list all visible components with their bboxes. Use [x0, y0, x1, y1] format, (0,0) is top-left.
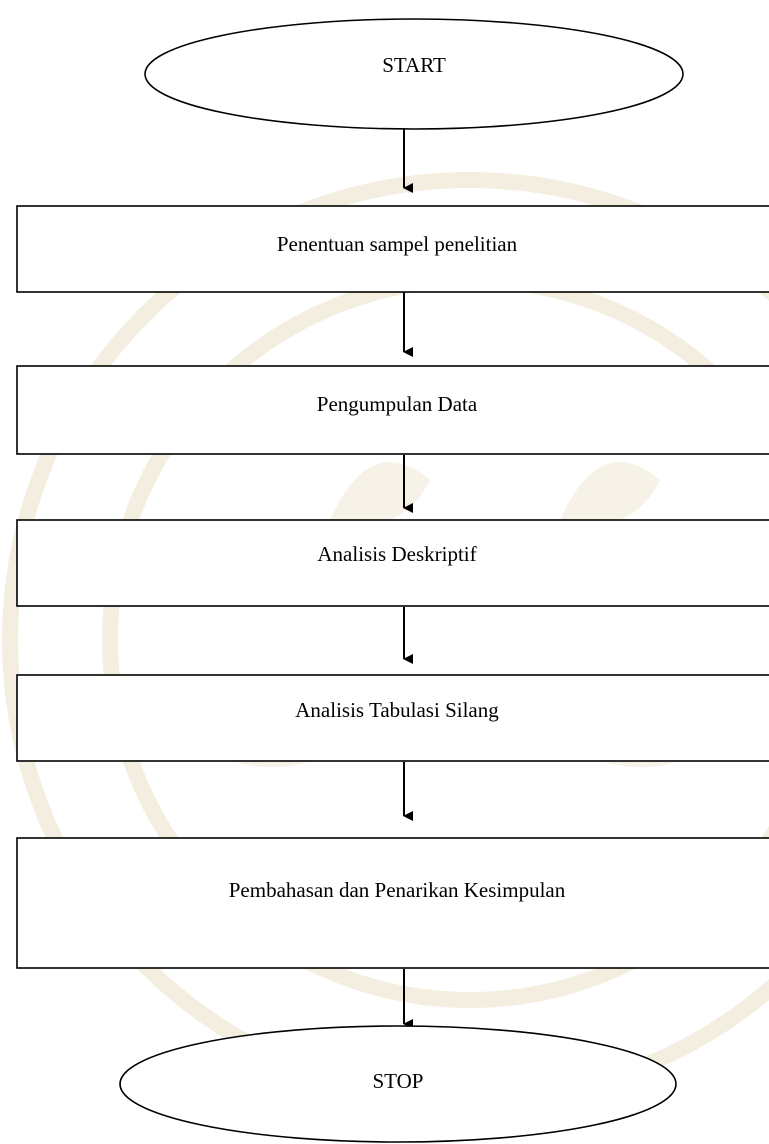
deskriptif-label: Analisis Deskriptif	[317, 542, 476, 566]
tabulasi-label: Analisis Tabulasi Silang	[295, 698, 499, 722]
process-box-sampel: Penentuan sampel penelitian	[16, 205, 769, 293]
pengumpulan-label: Pengumpulan Data	[317, 392, 478, 416]
pembahasan-label: Pembahasan dan Penarikan Kesimpulan	[229, 878, 566, 902]
process-box-pengumpulan: Pengumpulan Data	[16, 365, 769, 455]
stop-terminal: STOP	[119, 1025, 677, 1143]
process-box-deskriptif: Analisis Deskriptif	[16, 519, 769, 607]
process-box-tabulasi: Analisis Tabulasi Silang	[16, 674, 769, 762]
stop-label: STOP	[373, 1069, 424, 1093]
start-terminal: START	[144, 18, 684, 130]
process-box-pembahasan: Pembahasan dan Penarikan Kesimpulan	[16, 837, 769, 969]
sampel-label: Penentuan sampel penelitian	[277, 232, 518, 256]
start-label: START	[382, 53, 446, 77]
